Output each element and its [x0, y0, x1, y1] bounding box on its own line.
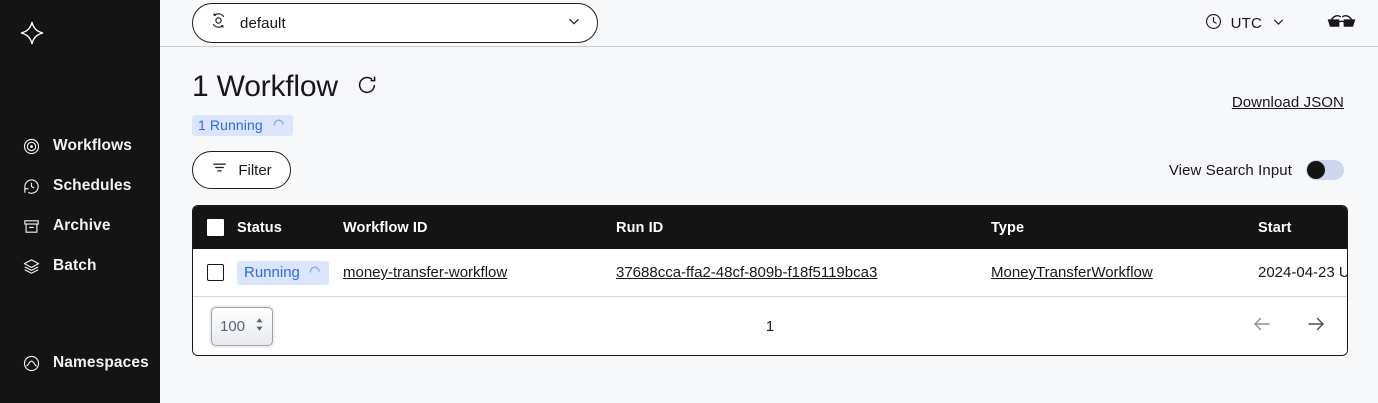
chevron-down-icon: [565, 12, 583, 35]
view-search-input-toggle[interactable]: [1306, 160, 1344, 180]
table-header-row: Status Workflow ID Run ID Type Start: [193, 206, 1347, 249]
run-id-link[interactable]: 37688cca-ffa2-48cf-809b-f18f5119bca3: [616, 264, 878, 281]
stepper-arrows-icon: [255, 316, 264, 337]
refresh-button[interactable]: [356, 76, 378, 98]
glasses-icon: [1327, 12, 1356, 36]
column-header-run-id[interactable]: Run ID: [616, 219, 664, 236]
batch-icon: [22, 257, 41, 276]
select-all-checkbox[interactable]: [206, 219, 224, 236]
cell-type: MoneyTransferWorkflow: [991, 264, 1258, 281]
archive-icon: [22, 217, 41, 236]
column-header-start[interactable]: Start: [1258, 219, 1292, 236]
top-bar-right: UTC: [1204, 0, 1356, 47]
main-area: default UTC: [160, 0, 1378, 403]
sidebar-item-batch[interactable]: Batch: [0, 246, 160, 286]
sidebar-item-label: Archive: [53, 217, 111, 234]
column-header-type[interactable]: Type: [991, 219, 1025, 236]
timezone-label: UTC: [1230, 15, 1262, 32]
select-all-cell: [193, 219, 237, 236]
arrow-right-icon: [1304, 312, 1328, 341]
namespace-select[interactable]: default: [192, 3, 598, 43]
view-search-input-control: View Search Input: [1169, 160, 1344, 180]
sidebar-item-archive[interactable]: Archive: [0, 206, 160, 246]
content-area: 1 Workflow Download JSON 1 Running: [160, 67, 1378, 356]
cell-workflow-id: money-transfer-workflow: [343, 264, 616, 281]
workflow-id-link[interactable]: money-transfer-workflow: [343, 264, 508, 281]
next-page-button[interactable]: [1303, 313, 1329, 339]
status-badge[interactable]: Running: [237, 260, 329, 285]
status-badge-label: Running: [244, 263, 300, 281]
sidebar-item-workflows[interactable]: Workflows: [0, 126, 160, 166]
sidebar-item-label: Namespaces: [53, 354, 149, 371]
filter-button[interactable]: Filter: [192, 151, 291, 189]
filter-button-label: Filter: [238, 161, 272, 179]
filter-icon: [211, 159, 228, 181]
cell-start-time: 2024-04-23 U: [1258, 264, 1347, 281]
spinner-icon: [309, 264, 321, 281]
row-checkbox-cell: [193, 264, 237, 281]
temporal-logo[interactable]: [17, 18, 47, 48]
spinner-icon: [273, 117, 285, 133]
cell-status: Running: [237, 260, 343, 285]
pagination-bar: 100 1: [193, 297, 1347, 355]
arrow-left-icon: [1250, 312, 1274, 341]
namespaces-icon: [22, 354, 41, 373]
page-number: 1: [765, 317, 775, 335]
workflow-type-link[interactable]: MoneyTransferWorkflow: [991, 264, 1153, 281]
view-search-input-label: View Search Input: [1168, 161, 1292, 179]
timezone-select[interactable]: UTC: [1204, 12, 1287, 36]
column-header-status[interactable]: Status: [237, 219, 282, 236]
workflows-table: Status Workflow ID Run ID Type Start Run…: [192, 205, 1348, 356]
title-row: 1 Workflow Download JSON: [192, 67, 1344, 111]
previous-page-button[interactable]: [1249, 313, 1275, 339]
schedules-icon: [22, 177, 41, 196]
clock-icon: [1204, 12, 1223, 36]
toggle-knob: [1307, 161, 1325, 179]
pagination-arrows: [1249, 313, 1329, 339]
page-size-select[interactable]: 100: [211, 306, 273, 346]
sidebar-item-schedules[interactable]: Schedules: [0, 166, 160, 206]
namespace-icon: [209, 11, 228, 35]
status-badge-label: 1 Running: [198, 117, 263, 133]
page-title: 1 Workflow: [192, 70, 338, 103]
sidebar-nav: Workflows Schedules: [0, 126, 160, 286]
page-size-value: 100: [220, 317, 246, 335]
toolbar-row: Filter View Search Input: [192, 151, 1344, 189]
sidebar-item-label: Batch: [53, 257, 97, 274]
chevron-down-icon: [1270, 13, 1287, 35]
workflows-icon: [22, 137, 41, 156]
table-row[interactable]: Running money-transfer-workflow 3768: [193, 249, 1347, 297]
namespace-value: default: [240, 14, 286, 32]
refresh-icon: [356, 74, 378, 101]
sidebar: Workflows Schedules: [0, 0, 160, 403]
sidebar-nav-bottom: Namespaces: [0, 343, 160, 383]
sidebar-item-namespaces[interactable]: Namespaces: [0, 343, 160, 383]
top-bar: default UTC: [160, 0, 1378, 47]
download-json-link[interactable]: Download JSON: [1231, 94, 1344, 111]
row-checkbox[interactable]: [206, 264, 224, 281]
status-badge-running-count[interactable]: 1 Running: [192, 115, 293, 136]
column-header-workflow-id[interactable]: Workflow ID: [343, 219, 428, 236]
sidebar-item-label: Schedules: [53, 177, 132, 194]
data-encoder-button[interactable]: [1327, 12, 1356, 36]
cell-run-id: 37688cca-ffa2-48cf-809b-f18f5119bca3: [616, 264, 991, 281]
sidebar-item-label: Workflows: [53, 137, 132, 154]
